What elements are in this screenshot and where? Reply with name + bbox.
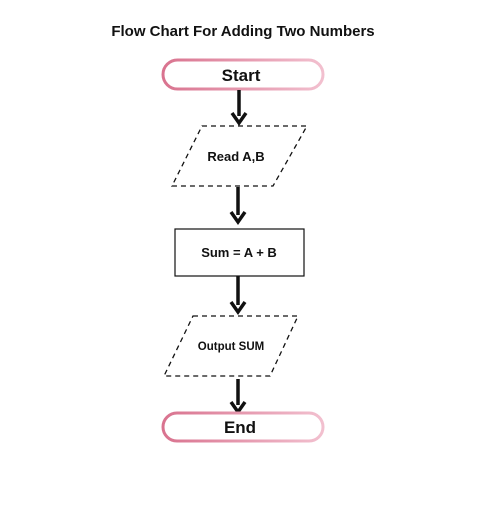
arrow-process-to-output bbox=[229, 276, 247, 316]
start-label: Start bbox=[222, 66, 261, 85]
output-node: Output SUM bbox=[162, 315, 300, 377]
arrow-head bbox=[229, 300, 247, 316]
arrow-read-to-process bbox=[229, 187, 247, 226]
read-node: Read A,B bbox=[170, 125, 309, 187]
read-label: Read A,B bbox=[207, 149, 264, 164]
process-label: Sum = A + B bbox=[201, 245, 277, 260]
read-parallelogram-shape bbox=[170, 125, 309, 187]
chart-title: Flow Chart For Adding Two Numbers bbox=[111, 23, 374, 40]
arrow-head bbox=[230, 111, 248, 127]
end-terminal-shape bbox=[161, 411, 325, 443]
output-parallelogram-shape bbox=[162, 315, 300, 377]
arrow-start-to-read bbox=[230, 90, 248, 127]
output-label: Output SUM bbox=[198, 341, 264, 353]
start-node: Start bbox=[161, 58, 325, 91]
process-rectangle-shape bbox=[174, 228, 305, 277]
end-label: End bbox=[224, 418, 256, 437]
process-node: Sum = A + B bbox=[174, 228, 305, 277]
start-terminal-shape bbox=[161, 58, 325, 91]
arrow-head bbox=[229, 210, 247, 226]
end-node: End bbox=[161, 411, 325, 443]
arrow-output-to-end bbox=[229, 379, 247, 416]
